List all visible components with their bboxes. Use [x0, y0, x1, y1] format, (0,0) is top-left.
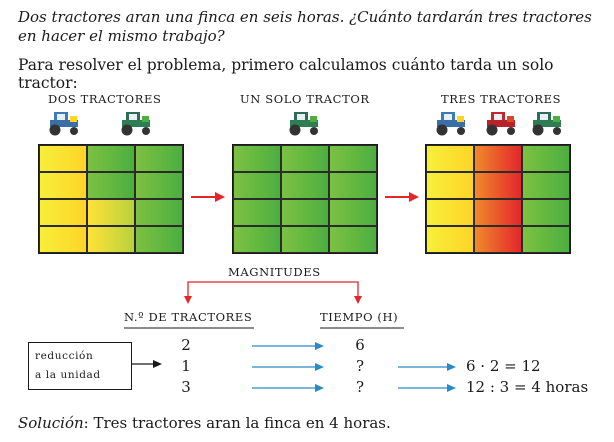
- time-value: ?: [355, 357, 365, 375]
- tractors-value: 2: [181, 336, 191, 354]
- field-cell: [39, 145, 87, 172]
- time-value: ?: [355, 378, 365, 396]
- field-cell: [474, 145, 522, 172]
- field-grid-three-tractors: [425, 144, 571, 254]
- field-cell: [135, 172, 183, 199]
- arrow-right-icon: [191, 192, 225, 202]
- field-cell: [233, 199, 281, 226]
- field-cell: [87, 226, 135, 253]
- arrow-right-icon: [252, 363, 324, 371]
- field-cell: [329, 172, 377, 199]
- time-value: 6: [355, 336, 365, 354]
- field-cell: [87, 172, 135, 199]
- field-cell: [329, 226, 377, 253]
- column-header-time: tiempo (h): [320, 310, 399, 324]
- reduction-label-line2: a la unidad: [35, 369, 101, 381]
- solution: Solución: Tres tractores aran la finca e…: [18, 414, 391, 432]
- field-cell: [233, 226, 281, 253]
- problem-statement: Dos tractores aran una finca en seis hor…: [18, 8, 592, 45]
- arrow-right-icon: [252, 384, 324, 392]
- tractor-icon: [289, 112, 318, 136]
- heading-two-tractors: dos tractores: [48, 92, 162, 106]
- heading-one-tractor: un solo tractor: [240, 92, 370, 106]
- field-cell: [135, 226, 183, 253]
- arrow-right-icon: [385, 192, 419, 202]
- field-cell: [87, 145, 135, 172]
- field-cell: [135, 145, 183, 172]
- field-cell: [233, 145, 281, 172]
- tractor-icon: [49, 112, 78, 136]
- field-cell: [39, 199, 87, 226]
- field-cell: [522, 172, 570, 199]
- field-cell: [522, 199, 570, 226]
- tractors-value: 3: [181, 378, 191, 396]
- tractor-icon: [436, 112, 465, 136]
- column-header-tractors: n.º de tractores: [124, 310, 253, 324]
- field-cell: [39, 172, 87, 199]
- tractor-icon: [532, 112, 561, 136]
- magnitudes-bracket-arrows: [184, 281, 362, 304]
- field-cell: [474, 172, 522, 199]
- field-cell: [281, 199, 329, 226]
- tractors-value: 1: [181, 357, 191, 375]
- reduction-label-line1: reducción: [35, 350, 94, 362]
- field-cell: [426, 145, 474, 172]
- reduction-box: reducción a la unidad: [28, 342, 132, 390]
- field-grid-one-tractor: [232, 144, 378, 254]
- field-cell: [474, 226, 522, 253]
- field-grid-two-tractors: [38, 144, 184, 254]
- field-cell: [426, 199, 474, 226]
- arrow-right-icon: [132, 360, 162, 368]
- field-cell: [474, 199, 522, 226]
- field-cell: [87, 199, 135, 226]
- underline: [320, 327, 404, 329]
- arrow-right-icon: [252, 342, 324, 350]
- tractor-icon: [121, 112, 150, 136]
- field-cell: [233, 172, 281, 199]
- field-cell: [135, 199, 183, 226]
- calculation: 6 · 2 = 12: [466, 357, 541, 375]
- field-cell: [329, 199, 377, 226]
- field-cell: [522, 145, 570, 172]
- field-cell: [426, 172, 474, 199]
- field-cell: [281, 226, 329, 253]
- arrow-right-icon: [398, 363, 456, 371]
- field-cell: [281, 145, 329, 172]
- field-cell: [281, 172, 329, 199]
- field-cell: [426, 226, 474, 253]
- heading-three-tractors: tres tractores: [441, 92, 562, 106]
- calculation: 12 : 3 = 4 horas: [466, 378, 589, 396]
- tractor-icon: [486, 112, 515, 136]
- underline: [124, 327, 254, 329]
- solution-label: Solución: [18, 414, 84, 432]
- field-cell: [329, 145, 377, 172]
- intro-text: Para resolver el problema, primero calcu…: [18, 56, 554, 92]
- solution-text: : Tres tractores aran la finca en 4 hora…: [83, 414, 391, 432]
- field-cell: [522, 226, 570, 253]
- field-cell: [39, 226, 87, 253]
- magnitudes-label: magnitudes: [228, 265, 321, 279]
- arrow-right-icon: [398, 384, 456, 392]
